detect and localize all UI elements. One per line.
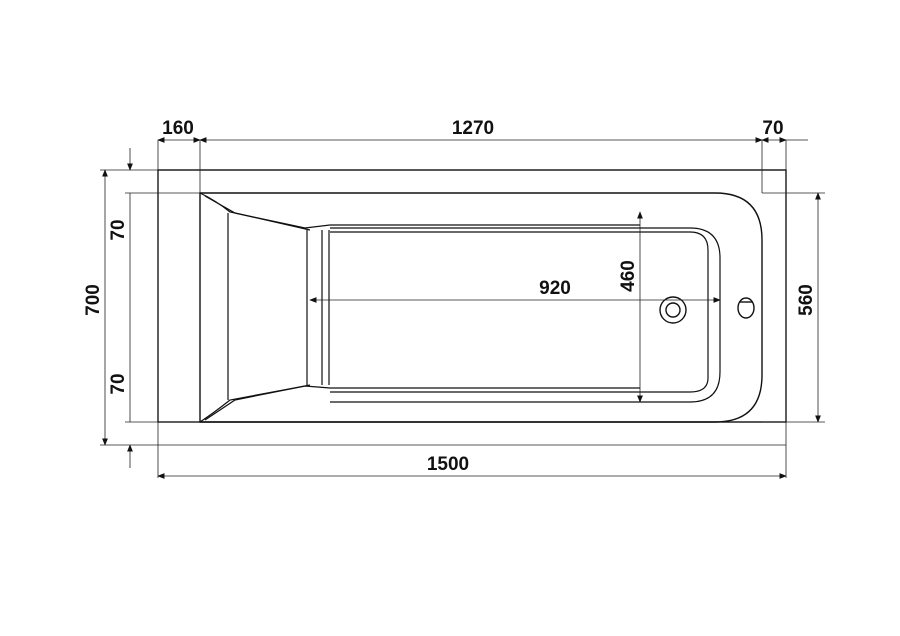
dim-label-920: 920 [539, 278, 571, 299]
tub-outer-rim [157, 169, 787, 423]
overflow-icon [737, 297, 755, 319]
dim-label-70-rim-top: 70 [108, 219, 129, 240]
inner-bottom-outline [330, 227, 721, 403]
backrest-upper-curve [199, 192, 640, 229]
tub-basin-outline [199, 192, 763, 423]
backrest-bottom-line [204, 384, 311, 421]
dim-label-1500: 1500 [427, 454, 469, 475]
drain-inner-icon [665, 302, 681, 318]
dim-label-1270: 1270 [452, 118, 494, 139]
dim-label-70-top: 70 [762, 118, 783, 139]
dim-label-700: 700 [83, 284, 104, 316]
inner-bottom-edge [330, 231, 709, 393]
dim-label-160: 160 [162, 118, 194, 139]
dim-label-460: 460 [618, 260, 639, 292]
drain-outer-icon [659, 296, 687, 324]
backrest-top-line [204, 195, 311, 231]
dim-label-70-rim-bottom: 70 [108, 373, 129, 394]
dim-label-560: 560 [796, 284, 817, 316]
